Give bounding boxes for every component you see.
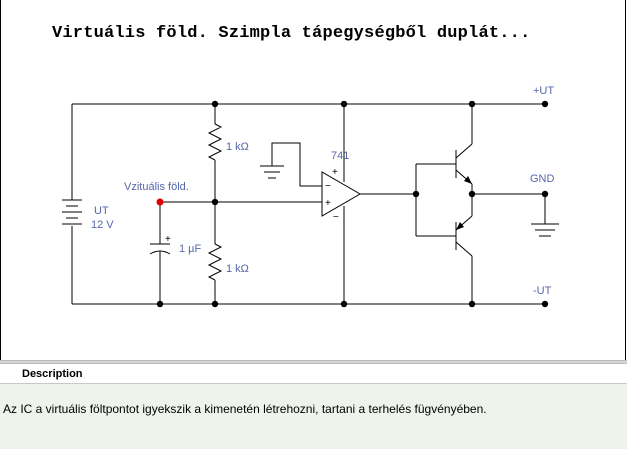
- description-header: Description: [0, 364, 627, 384]
- battery-value-label: 12 V: [91, 219, 114, 231]
- svg-text:+: +: [325, 198, 331, 209]
- page-title: Virtuális föld. Szimpla tápegységből dup…: [52, 24, 531, 43]
- pnp-transistor: [455, 194, 473, 304]
- virtual-ground-probe[interactable]: [156, 198, 164, 206]
- junction-dots: [156, 100, 549, 308]
- resistor-bottom-label: 1 kΩ: [226, 263, 249, 275]
- capacitor: +: [149, 202, 171, 304]
- plus-ut-label: +UT: [533, 85, 554, 97]
- output-ground-symbol: [531, 194, 559, 237]
- resistor-top-label: 1 kΩ: [226, 141, 249, 153]
- opamp-input-ground: [260, 142, 322, 187]
- virtual-ground-label: Vzituális föld.: [124, 181, 189, 193]
- circuit-diagram: UT 12 V 1 kΩ 1 kΩ + 1 µF Vzituális föld.…: [62, 85, 559, 308]
- gnd-label: GND: [530, 173, 555, 185]
- svg-text:+: +: [165, 234, 171, 245]
- svg-text:−: −: [333, 212, 339, 223]
- capacitor-label: 1 µF: [179, 243, 202, 255]
- opamp-label: 741: [331, 150, 349, 162]
- svg-text:−: −: [325, 181, 331, 192]
- battery: [62, 104, 82, 304]
- description-text: Az IC a virtuális föltpontot igyekszik a…: [3, 402, 487, 416]
- description-title: Description: [22, 368, 83, 380]
- minus-ut-label: -UT: [533, 285, 552, 297]
- opamp-741: + − − +: [321, 104, 361, 304]
- svg-text:+: +: [332, 167, 338, 178]
- npn-transistor: [455, 104, 473, 194]
- resistor-top: [207, 104, 223, 202]
- panel-splitter[interactable]: [0, 360, 627, 364]
- battery-name-label: UT: [94, 205, 109, 217]
- resistor-bottom: [207, 202, 223, 304]
- description-panel: Az IC a virtuális föltpontot igyekszik a…: [0, 384, 627, 449]
